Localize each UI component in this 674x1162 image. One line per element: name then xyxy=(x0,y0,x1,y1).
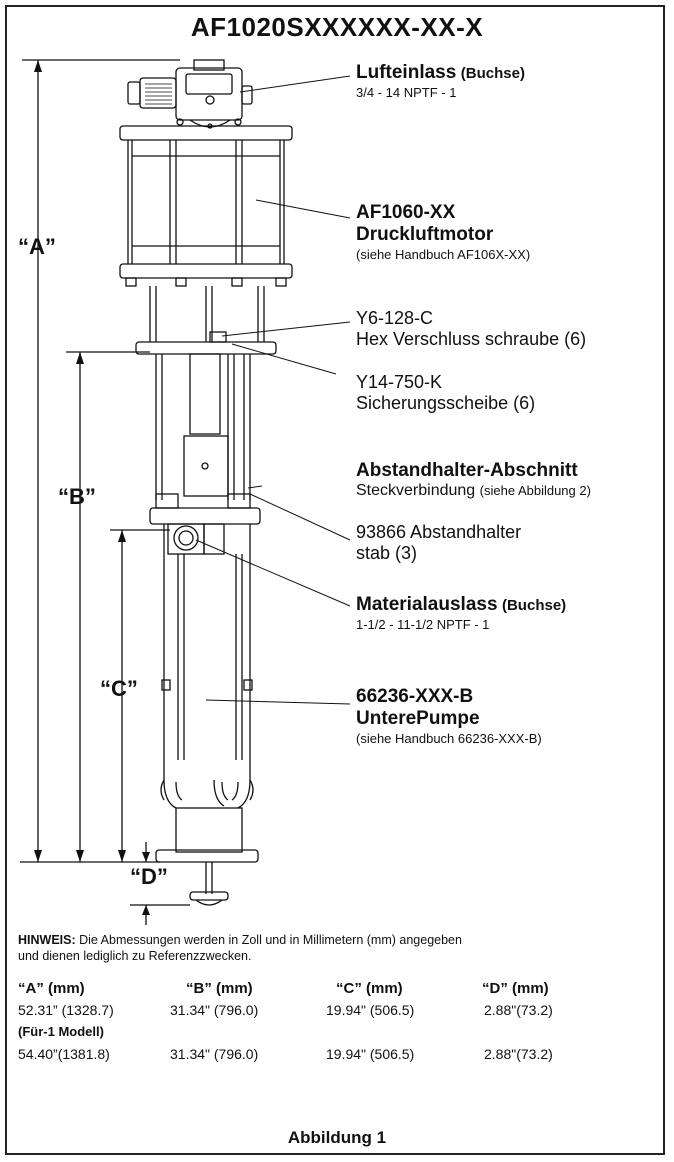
table-header: “B” (mm) xyxy=(186,980,253,997)
table-cell: 19.94" (506.5) xyxy=(326,1046,415,1062)
spacer-rod-label: 93866 Abstandhalter stab (3) xyxy=(356,522,521,565)
table-row: 52.31” (1328.7) 31.34" (796.0) 19.94" (5… xyxy=(16,1002,656,1024)
lower-pump-label: 66236-XXX-B UnterePumpe (siehe Handbuch … xyxy=(356,686,542,748)
spacer-title: Abstandhalter-Abschnitt xyxy=(356,460,578,481)
pump-name: UnterePumpe xyxy=(356,707,480,729)
spacer-connection: Steckverbindung xyxy=(356,481,476,499)
motor-name: Druckluftmotor xyxy=(356,223,494,245)
model-label: (Für-1 Modell) xyxy=(18,1024,104,1039)
washer-name: Sicherungsscheibe (6) xyxy=(356,393,536,414)
table-cell: 2.88"(73.2) xyxy=(484,1046,553,1062)
dimension-table: “A” (mm) “B” (mm) “C” (mm) “D” (mm) 52.3… xyxy=(16,980,656,1068)
material-outlet-label: Materialauslass (Buchse) 1-1/2 - 11-1/2 … xyxy=(356,594,566,634)
dimension-a-line xyxy=(22,59,180,862)
air-motor xyxy=(119,125,293,287)
dimension-d-label: “D” xyxy=(130,864,168,889)
rod-line-2: stab (3) xyxy=(356,543,418,564)
spacer-section xyxy=(149,353,261,525)
air-inlet-title: Lufteinlass xyxy=(356,62,457,83)
screw-part-number: Y6-128-C xyxy=(356,308,434,328)
table-header-row: “A” (mm) “B” (mm) “C” (mm) “D” (mm) xyxy=(16,980,656,1002)
table-cell: 52.31” (1328.7) xyxy=(18,1002,114,1018)
motor-part-number: AF1060-XX xyxy=(356,202,456,223)
table-row-model: (Für-1 Modell) xyxy=(16,1024,656,1046)
dimension-b-line xyxy=(66,351,150,862)
material-outlet xyxy=(167,523,225,555)
lower-pump xyxy=(155,524,259,906)
dimension-c-line xyxy=(110,529,170,862)
table-cell: 2.88"(73.2) xyxy=(484,1002,553,1018)
table-header: “D” (mm) xyxy=(482,980,549,997)
washer-label: Y14-750-K Sicherungsscheibe (6) xyxy=(356,372,535,415)
tie-rods xyxy=(135,286,277,355)
dimension-c-label: “C” xyxy=(100,676,138,701)
table-cell: 31.34" (796.0) xyxy=(170,1046,259,1062)
note-prefix: HINWEIS: xyxy=(18,933,76,947)
air-inlet-valve xyxy=(127,59,253,129)
spacer-section-label: Abstandhalter-Abschnitt Steckverbindung … xyxy=(356,460,591,500)
table-row: 54.40”(1381.8) 31.34" (796.0) 19.94" (50… xyxy=(16,1046,656,1068)
table-header: “A” (mm) xyxy=(18,980,85,997)
dimension-d-line xyxy=(20,842,190,925)
rod-line-1: 93866 Abstandhalter xyxy=(356,522,522,542)
outlet-suffix: (Buchse) xyxy=(501,597,567,614)
motor-manual-ref: (siehe Handbuch AF106X-XX) xyxy=(356,246,531,262)
table-cell: 54.40”(1381.8) xyxy=(18,1046,110,1062)
outlet-spec: 1-1/2 - 11-1/2 NPTF - 1 xyxy=(356,616,490,632)
spacer-figure-ref: (siehe Abbildung 2) xyxy=(479,482,591,498)
table-cell: 31.34" (796.0) xyxy=(170,1002,259,1018)
figure-title: AF1020SXXXXXX-XX-X xyxy=(190,12,484,42)
dimension-b-label: “B” xyxy=(58,484,96,509)
figure-caption: Abbildung 1 xyxy=(287,1128,387,1147)
table-header: “C” (mm) xyxy=(336,980,403,997)
air-inlet-label: Lufteinlass (Buchse) 3/4 - 14 NPTF - 1 xyxy=(356,62,525,102)
dimension-a-label: “A” xyxy=(18,234,56,259)
note-line-1: Die Abmessungen werden in Zoll und in Mi… xyxy=(79,933,462,947)
pump-manual-ref: (siehe Handbuch 66236-XXX-B) xyxy=(356,730,542,746)
leader-lines xyxy=(195,75,351,705)
air-inlet-spec: 3/4 - 14 NPTF - 1 xyxy=(356,84,457,100)
air-inlet-suffix: (Buchse) xyxy=(460,65,525,82)
pump-part-number: 66236-XXX-B xyxy=(356,686,474,707)
table-cell: 19.94" (506.5) xyxy=(326,1002,415,1018)
dimension-note: HINWEIS: Die Abmessungen werden in Zoll … xyxy=(18,932,638,965)
screw-name: Hex Verschluss schraube (6) xyxy=(356,329,587,350)
air-motor-label: AF1060-XX Druckluftmotor (siehe Handbuch… xyxy=(356,202,530,264)
screw-label: Y6-128-C Hex Verschluss schraube (6) xyxy=(356,308,586,351)
outlet-title: Materialauslass xyxy=(356,594,498,615)
washer-part-number: Y14-750-K xyxy=(356,372,443,392)
note-line-2: und dienen lediglich zu Referenzzwecken. xyxy=(18,949,252,964)
figure-frame xyxy=(5,5,665,1155)
